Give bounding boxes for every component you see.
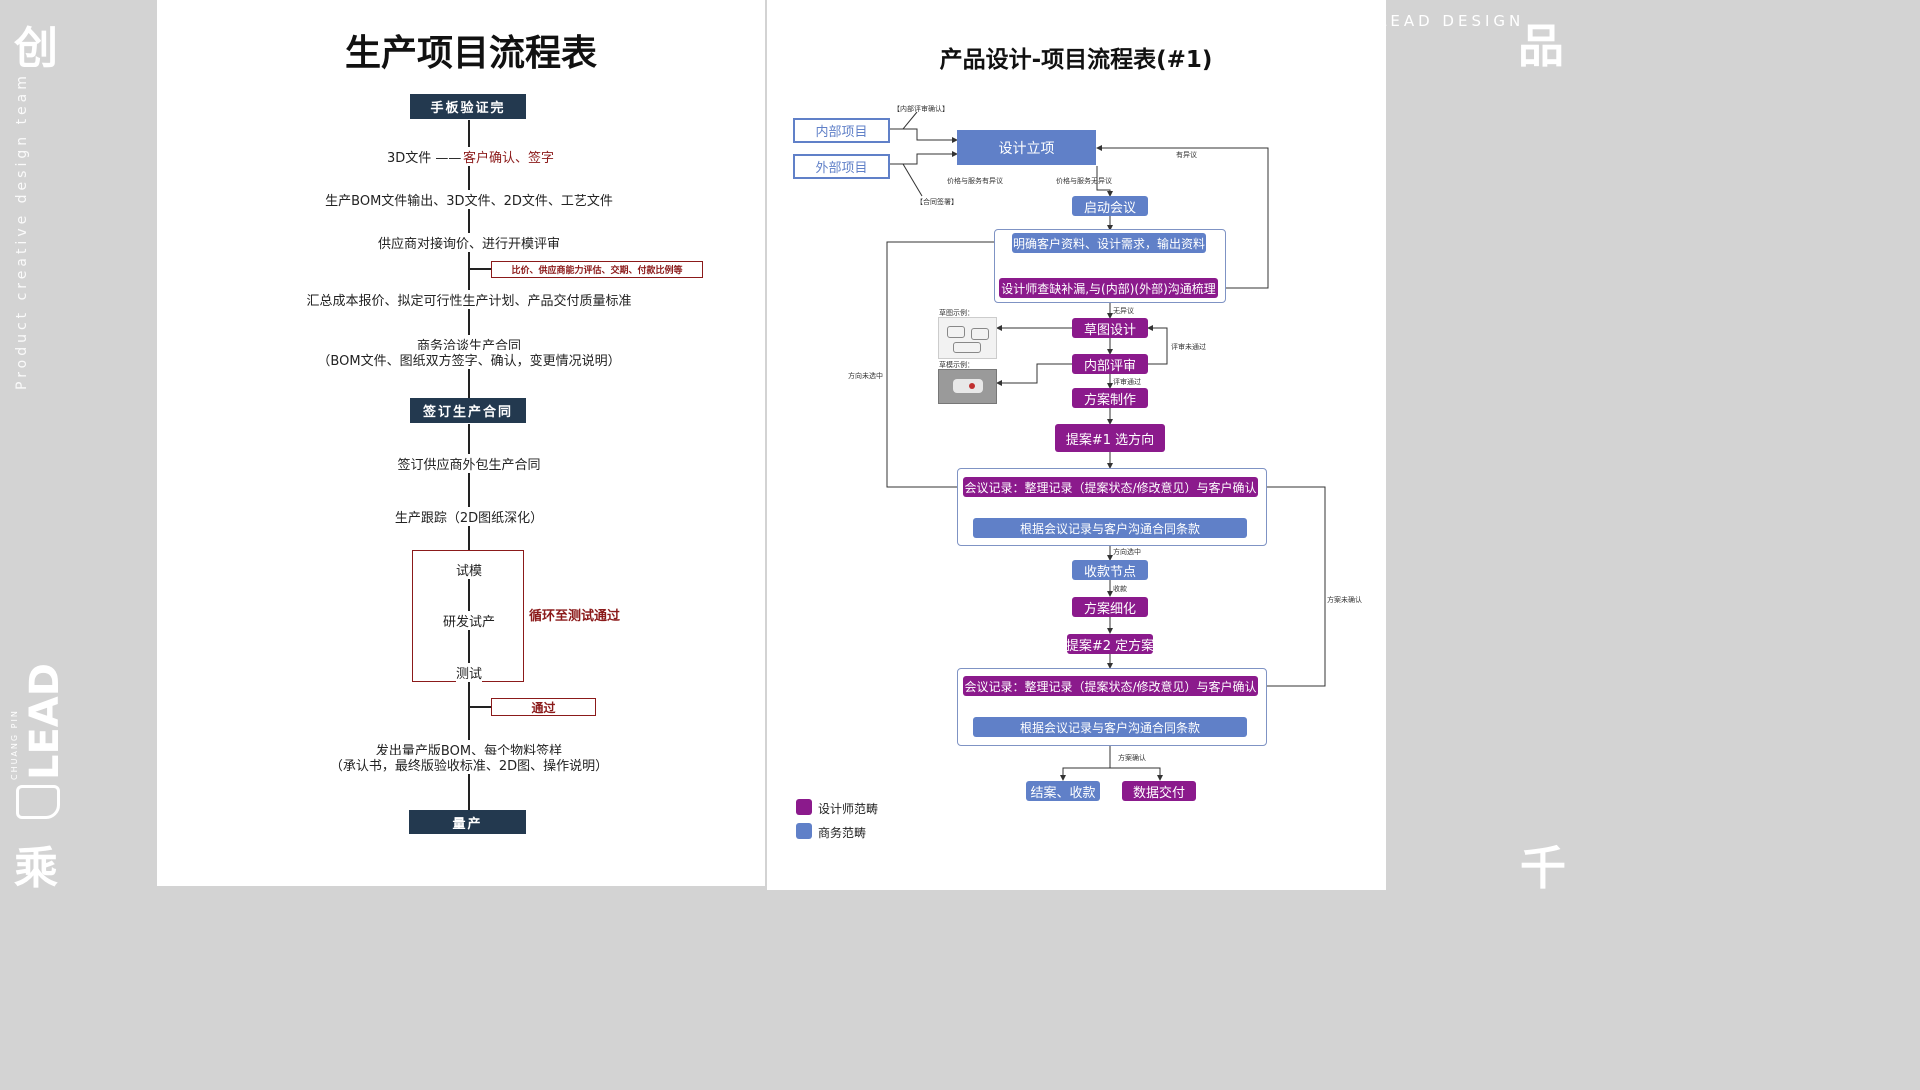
right-flow-connectors [886, 111, 1326, 781]
clarify-box: 明确客户资料、设计需求，输出资料 [1012, 233, 1206, 253]
close-payment-box: 结案、收款 [1026, 781, 1100, 801]
pass-box: 通过 [491, 698, 596, 716]
right-flow-panel: 产品设计-项目流程表(#1) 内部项目 外部项目 【内部评审确认】 【合同签署】… [767, 0, 1386, 890]
label-review-fail: 评审未通过 [1171, 343, 1206, 351]
sketch-box: 草图设计 [1072, 318, 1148, 338]
payment-node-box: 收款节点 [1072, 560, 1148, 580]
brand-glyph-chuang: 创 [14, 23, 58, 74]
pass-connector [469, 706, 491, 708]
left-flow-title: 生产项目流程表 [344, 33, 598, 74]
plan-refine-box: 方案细化 [1072, 597, 1148, 617]
brand-logo-icon [16, 785, 60, 819]
note-contract-sign: 【合同签署】 [916, 198, 958, 206]
brand-top-right-text: LEAD DESIGN [1378, 12, 1525, 30]
legend-business-swatch [796, 823, 812, 839]
step2: 生产BOM文件输出、3D文件、2D文件、工艺文件 [325, 190, 613, 209]
external-project-box: 外部项目 [793, 154, 890, 179]
loop-note: 循环至测试通过 [529, 609, 621, 624]
step6: 签订供应商外包生产合同 [397, 454, 541, 473]
proposal1-box: 提案#1 选方向 [1055, 424, 1165, 452]
brand-glyph-qian: 千 [1520, 841, 1566, 895]
step4: 汇总成本报价、拟定可行性生产计划、产品交付质量标准 [306, 290, 632, 309]
brand-logo-text: LEAD [22, 663, 68, 780]
label-price-objection: 价格与服务有异议 [947, 177, 1003, 185]
step1-left: 3D文件 —— [387, 147, 462, 166]
meeting1-record-box: 会议记录：整理记录（提案状态/修改意见）与客户确认 [963, 477, 1258, 497]
sketch-example-image [938, 317, 997, 359]
brand-vertical-text: Product creative design team [14, 72, 30, 390]
left-flow-panel: 生产项目流程表 手板验证完 3D文件 —— 客户确认、签字 生产BOM文件输出、… [157, 0, 765, 886]
brand-logo-sub: CHUANG PIN [10, 709, 19, 780]
kickoff-box: 启动会议 [1072, 196, 1148, 216]
end-box: 量产 [409, 810, 526, 834]
spine-2 [468, 424, 470, 550]
model-example-image [938, 369, 997, 404]
label-plan-unconfirmed: 方案未确认 [1327, 596, 1362, 604]
proposal2-box: 提案#2 定方案 [1066, 634, 1154, 654]
sketch-example-label: 草图示例： [939, 309, 974, 317]
label-review-pass: 评审通过 [1113, 378, 1141, 386]
step8-line2: （承认书，最终版验收标准、2D图、操作说明） [329, 755, 609, 774]
note-internal-review: 【内部评审确认】 [893, 105, 949, 113]
data-delivery-box: 数据交付 [1122, 781, 1196, 801]
legend-designer-label: 设计师范畴 [818, 802, 879, 816]
label-price-ok: 价格与服务无异议 [1056, 177, 1112, 185]
loop-item-1: 试模 [455, 560, 483, 579]
model-example-label: 草模示例： [939, 361, 974, 369]
meeting1-contract-box: 根据会议记录与客户沟通合同条款 [973, 518, 1247, 538]
label-direction-chosen: 方向选中 [1113, 548, 1141, 556]
step1-right: 客户确认、签字 [463, 147, 555, 166]
spine-1 [468, 120, 470, 398]
design-start-box: 设计立项 [957, 130, 1096, 165]
step3: 供应商对接询价、进行开模评审 [377, 233, 561, 252]
loop-item-2: 研发试产 [442, 611, 496, 630]
label-plan-confirmed: 方案确认 [1118, 754, 1146, 762]
step7: 生产跟踪（2D图纸深化） [394, 507, 544, 526]
note1-connector [469, 268, 491, 270]
meeting2-record-box: 会议记录：整理记录（提案状态/修改意见）与客户确认 [963, 676, 1258, 696]
label-no-objection: 无异议 [1113, 307, 1134, 315]
note1-box: 比价、供应商能力评估、交期、付款比例等 [491, 261, 703, 278]
legend-business-label: 商务范畴 [818, 826, 867, 840]
plan-make-box: 方案制作 [1072, 388, 1148, 408]
label-objection: 有异议 [1176, 151, 1197, 159]
label-direction-not-chosen: 方向未选中 [848, 372, 883, 380]
internal-project-box: 内部项目 [793, 118, 890, 143]
right-flow-title: 产品设计-项目流程表(#1) [939, 47, 1213, 73]
meeting2-contract-box: 根据会议记录与客户沟通合同条款 [973, 717, 1247, 737]
designer-check-box: 设计师查缺补漏,与(内部)(外部)沟通梳理 [999, 278, 1218, 298]
start-box: 手板验证完 [410, 94, 526, 119]
internal-review-box: 内部评审 [1072, 354, 1148, 374]
step5-line2: （BOM文件、图纸双方签字、确认，变更情况说明） [317, 350, 621, 369]
label-payment: 收款 [1113, 585, 1127, 593]
brand-glyph-cheng: 乘 [14, 843, 58, 894]
legend-designer-swatch [796, 799, 812, 815]
brand-glyph-pin: 品 [1518, 19, 1564, 73]
loop-item-3: 测试 [455, 663, 483, 682]
mid-box: 签订生产合同 [410, 398, 526, 423]
